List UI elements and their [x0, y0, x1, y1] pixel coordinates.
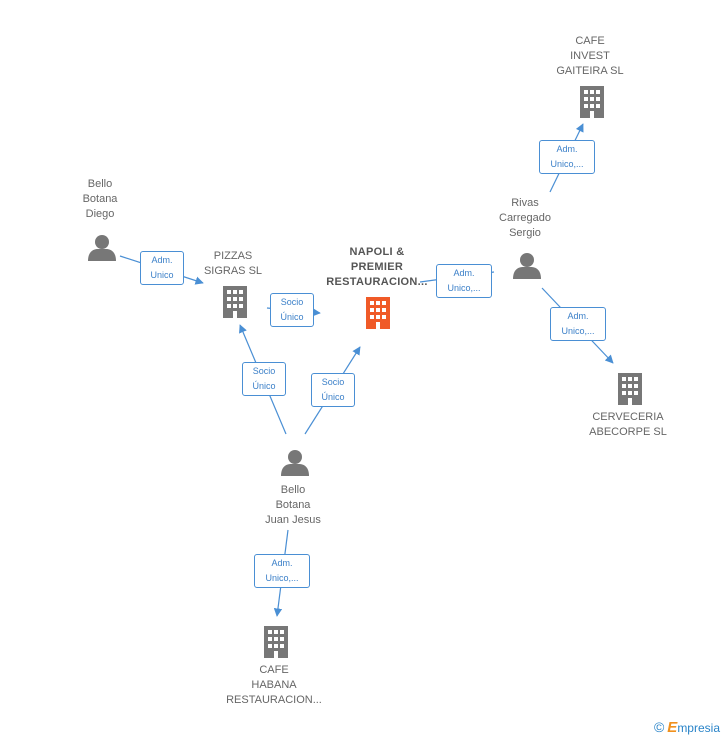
node-label-cerveceria[interactable]: CERVECERIA ABECORPE SL — [589, 411, 667, 438]
edge-label-juan-napoli[interactable]: Socio Único — [311, 373, 355, 407]
person-icon-rivas[interactable] — [513, 253, 541, 279]
node-label-cafe-invest[interactable]: CAFE INVEST GAITEIRA SL — [556, 35, 624, 77]
person-icon-bello-juan[interactable] — [281, 450, 309, 476]
edge-label-pizzas-napoli[interactable]: Socio Único — [270, 293, 314, 327]
edge-label-juan-habana[interactable]: Adm. Unico,... — [254, 554, 310, 588]
building-icon-cafe-habana[interactable] — [264, 626, 288, 658]
node-label-bello-diego[interactable]: Bello Botana Diego — [82, 178, 118, 220]
node-label-pizzas[interactable]: PIZZAS SIGRAS SL — [203, 250, 263, 277]
building-icon-cerveceria[interactable] — [618, 373, 642, 405]
node-label-napoli[interactable]: NAPOLI & PREMIER RESTAURACION... — [326, 246, 428, 288]
edge-label-napoli-rivas[interactable]: Adm. Unico,... — [436, 264, 492, 298]
building-icon-pizzas[interactable] — [223, 286, 247, 318]
edge-label-juan-pizzas[interactable]: Socio Único — [242, 362, 286, 396]
node-label-bello-juan[interactable]: Bello Botana Juan Jesus — [265, 484, 321, 526]
building-icon-cafe-invest[interactable] — [580, 86, 604, 118]
copyright-icon: © — [653, 719, 665, 735]
empresia-logo: ©Empresia — [653, 719, 720, 736]
node-label-rivas[interactable]: Rivas Carregado Sergio — [499, 197, 551, 239]
edge-label-rivas-cerveceria[interactable]: Adm. Unico,... — [550, 307, 606, 341]
person-icon-bello-diego[interactable] — [88, 235, 116, 261]
edge-label-rivas-invest[interactable]: Adm. Unico,... — [539, 140, 595, 174]
building-icon-napoli[interactable] — [366, 297, 390, 329]
node-label-cafe-habana[interactable]: CAFE HABANA RESTAURACION... — [226, 664, 322, 706]
edge-label-diego-pizzas[interactable]: Adm. Unico — [140, 251, 184, 285]
